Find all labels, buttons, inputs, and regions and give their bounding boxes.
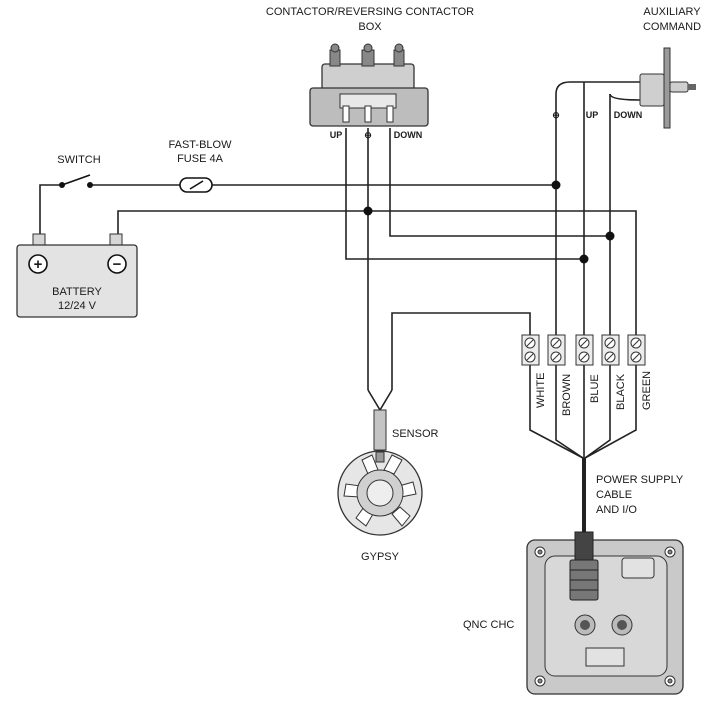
switch-symbol [59, 174, 93, 188]
battery-plus-symbol: + [34, 256, 43, 273]
battery-label-line2: 12/24 V [58, 300, 97, 312]
fuse-label-line2: FUSE 4A [177, 153, 224, 165]
terminal-green [627, 334, 646, 366]
battery-label-line1: BATTERY [52, 286, 102, 298]
aux-title-line1: AUXILIARY [643, 6, 701, 18]
terminal-white [521, 334, 540, 366]
terminal-label-green: GREEN [641, 371, 653, 410]
terminal-label-white: WHITE [535, 373, 547, 408]
sensor [373, 409, 387, 451]
terminal-block [521, 334, 646, 366]
fuse-symbol [179, 177, 213, 193]
cable-label-line1: POWER SUPPLY [596, 474, 684, 486]
terminal-label-black: BLACK [615, 373, 627, 410]
contactor-down-label: DOWN [394, 130, 423, 140]
terminal-label-blue: BLUE [589, 374, 601, 403]
contactor-up-label: UP [330, 130, 343, 140]
wires [39, 81, 641, 532]
terminal-blue [575, 334, 594, 366]
auxiliary-switch [639, 47, 696, 129]
aux-title-line2: COMMAND [643, 21, 701, 33]
fuse-label-line1: FAST-BLOW [169, 139, 233, 151]
aux-down-label: DOWN [614, 110, 643, 120]
terminal-brown [547, 334, 566, 366]
contactor-title-line2: BOX [358, 21, 382, 33]
gypsy-label: GYPSY [361, 551, 400, 563]
contactor-box [309, 43, 429, 127]
sensor-label: SENSOR [392, 428, 439, 440]
controller-label: QNC CHC [463, 619, 514, 631]
battery-minus-symbol: − [113, 256, 122, 273]
cable-label-line3: AND I/O [596, 504, 637, 516]
aux-plus-label: ⊕ [552, 110, 560, 120]
terminal-label-brown: BROWN [561, 374, 573, 416]
junction-dots [363, 180, 615, 264]
terminal-black [601, 334, 620, 366]
contactor-title-line1: CONTACTOR/REVERSING CONTACTOR [266, 6, 474, 18]
controller-unit [526, 531, 684, 695]
contactor-minus-label: ⊖ [364, 130, 372, 140]
switch-label: SWITCH [57, 154, 100, 166]
battery [16, 233, 138, 318]
aux-up-label: UP [586, 110, 599, 120]
gypsy-wheel [337, 450, 423, 536]
cable-label-line2: CABLE [596, 489, 632, 501]
